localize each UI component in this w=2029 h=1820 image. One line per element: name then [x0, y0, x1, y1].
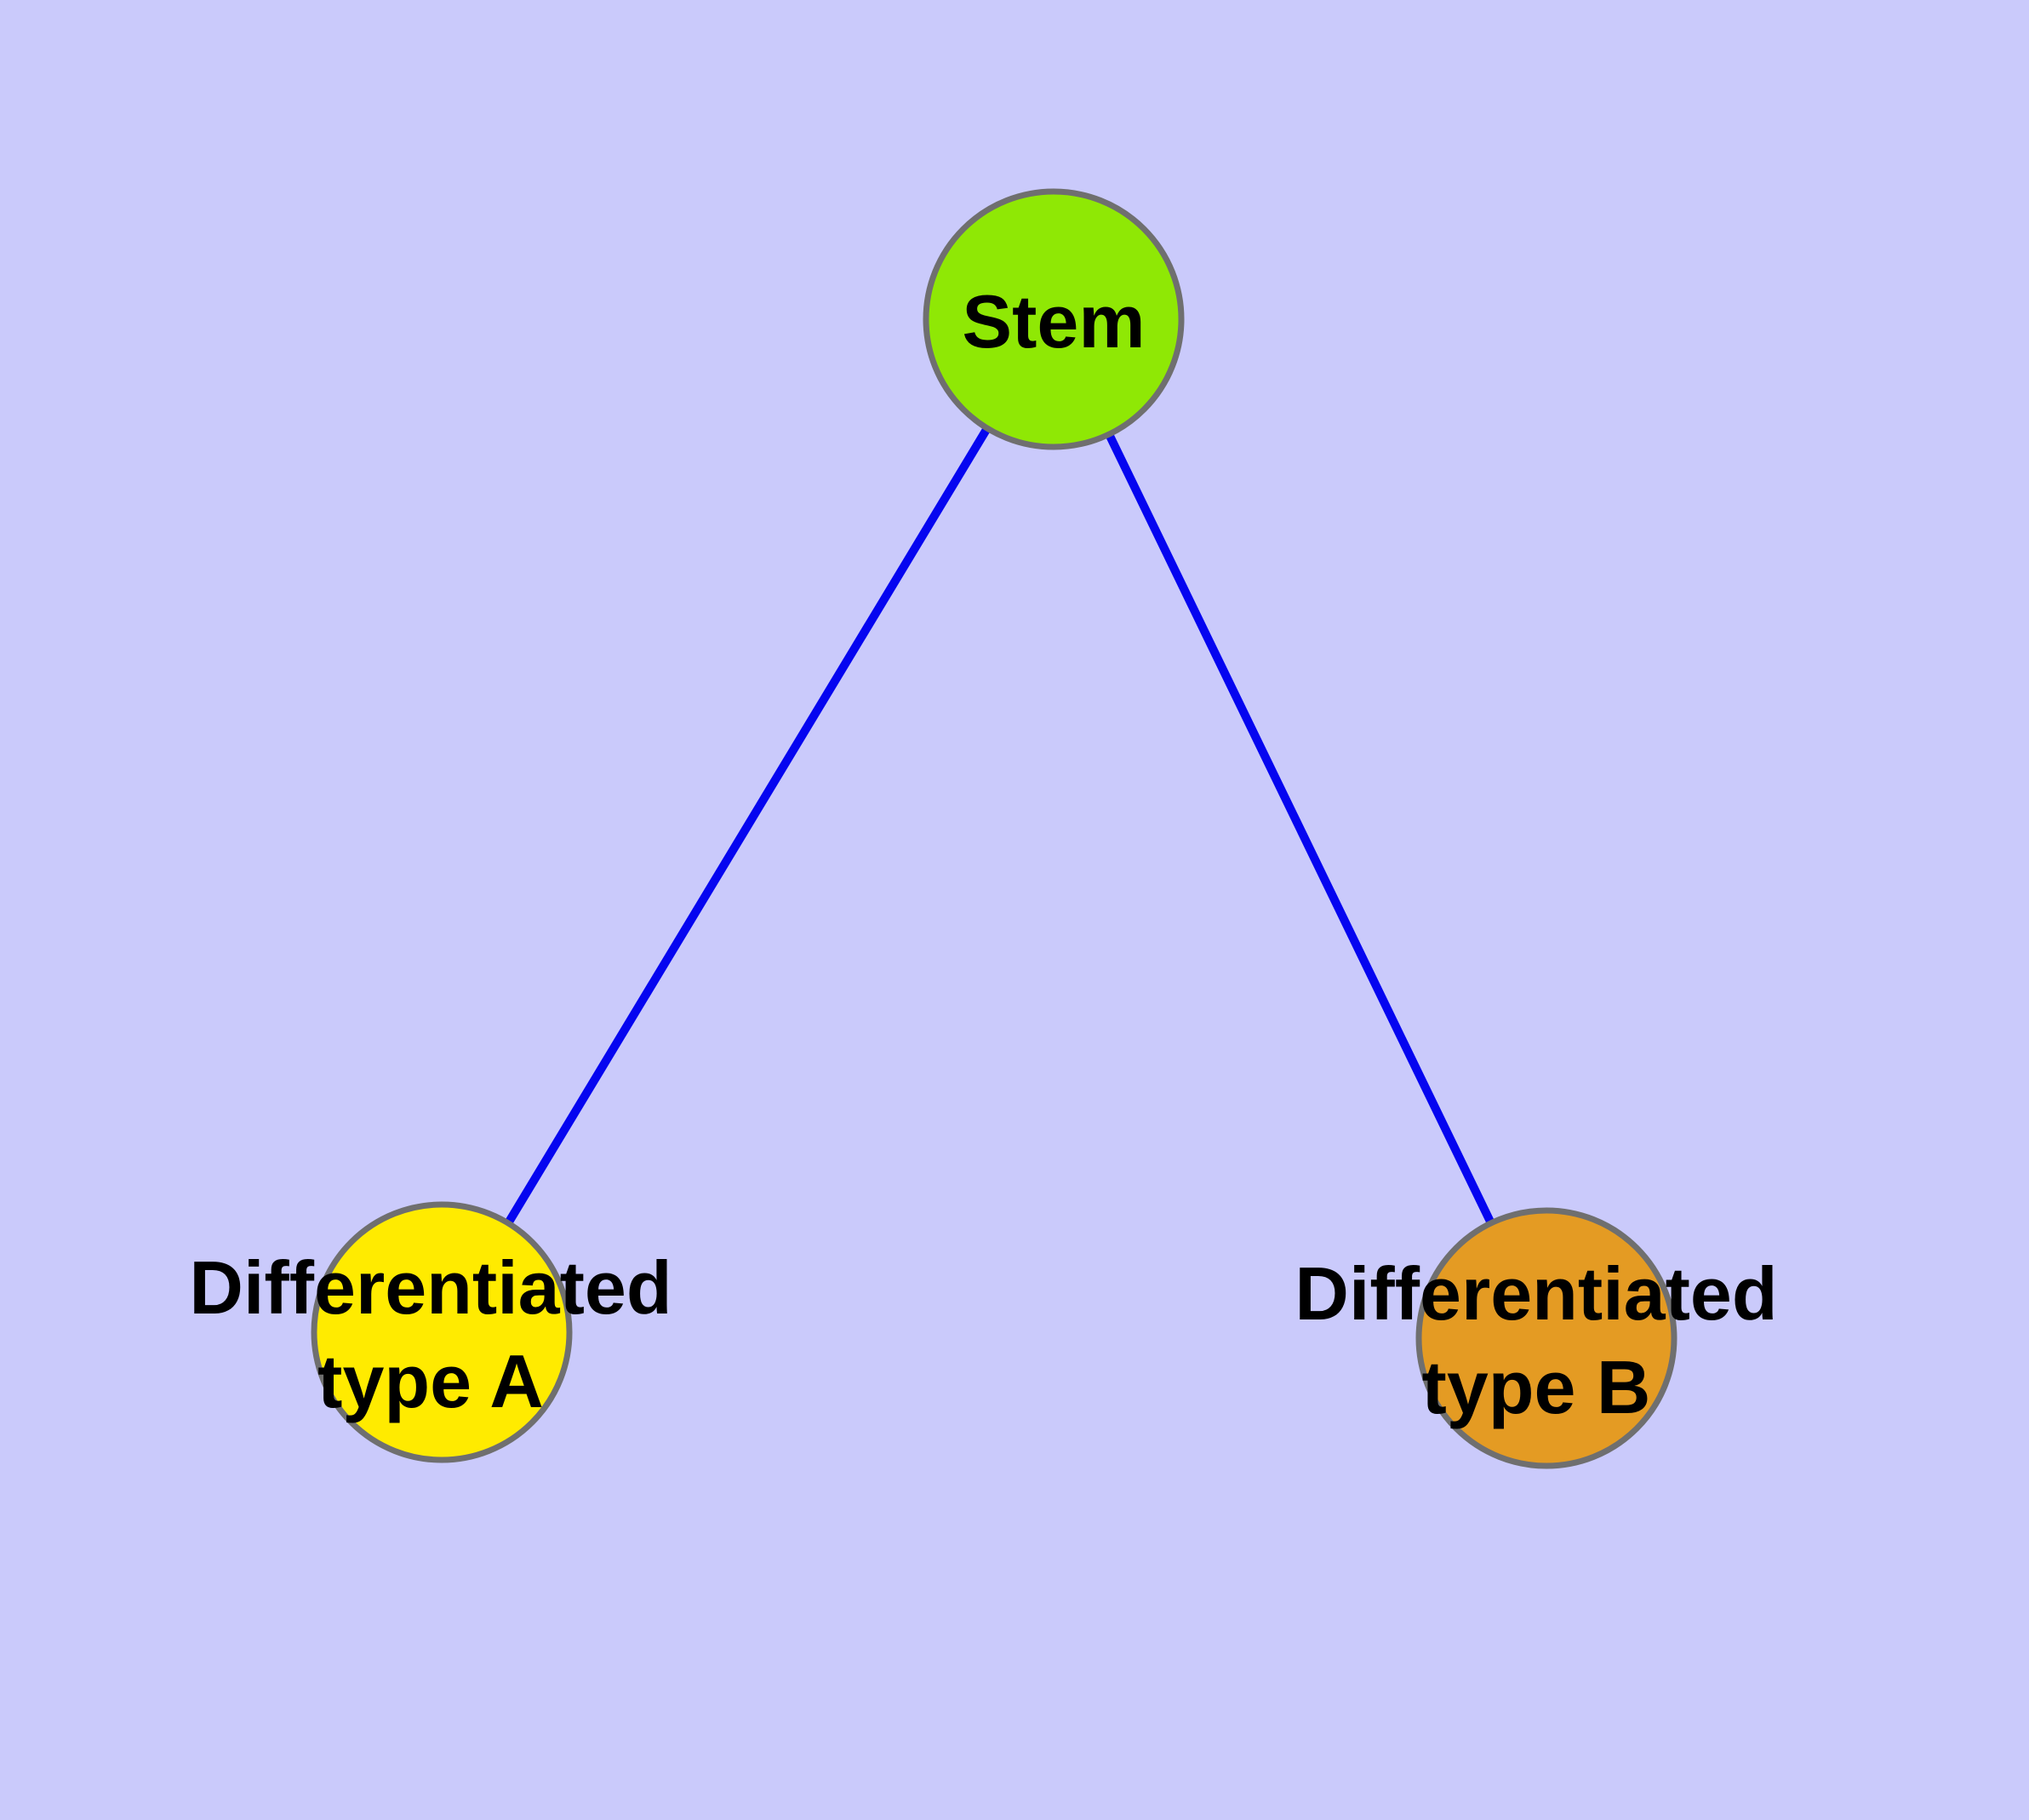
type-a-node-label-line-2: type A — [317, 1339, 544, 1423]
type-b-node-label-line-1: Differentiated — [1295, 1251, 1777, 1336]
type-b-node-circle — [1415, 1207, 1677, 1469]
edges — [504, 426, 1495, 1226]
edge-stem-to-type-a — [504, 426, 992, 1226]
node-differentiated-type-b: Differentiated type B — [1295, 1207, 1778, 1469]
type-b-node-label-line-2: type B — [1422, 1345, 1651, 1429]
type-a-node-label-line-1: Differentiated — [189, 1245, 672, 1330]
node-differentiated-type-a: Differentiated type A — [189, 1201, 672, 1463]
type-a-node-circle — [311, 1201, 573, 1463]
stem-node-circle — [923, 188, 1185, 450]
node-stem: Stem — [923, 188, 1185, 450]
edge-stem-to-type-b — [1105, 432, 1495, 1226]
stem-node-label: Stem — [962, 279, 1145, 363]
